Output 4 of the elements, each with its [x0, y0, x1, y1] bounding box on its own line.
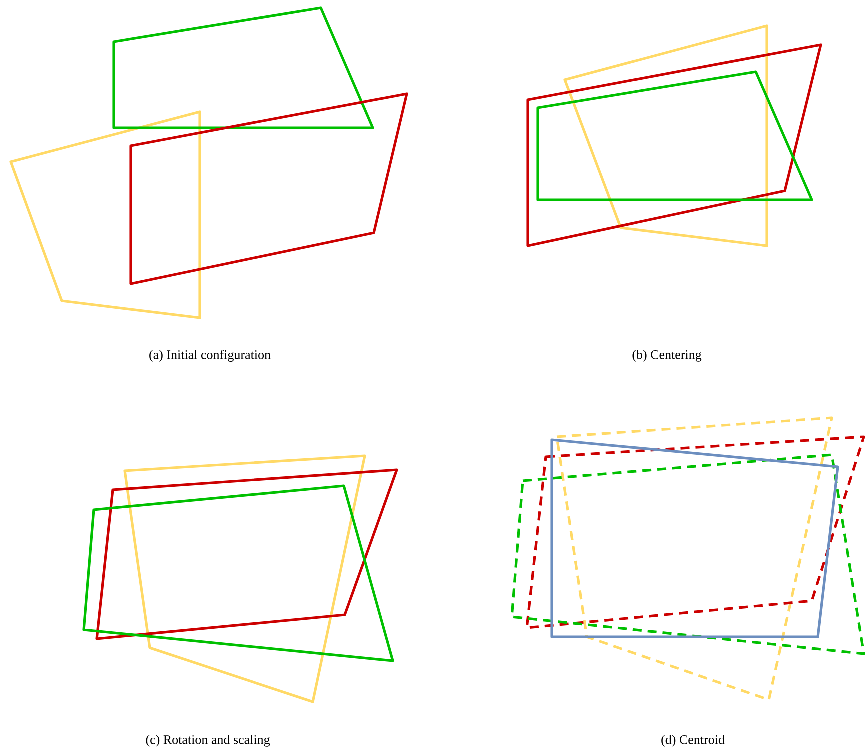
caption: (a) Initial configuration [150, 350, 271, 362]
caption: (d) Centroid [662, 735, 725, 747]
caption: (b) Centering [632, 350, 702, 362]
caption: (c) Rotation and scaling [146, 735, 270, 747]
